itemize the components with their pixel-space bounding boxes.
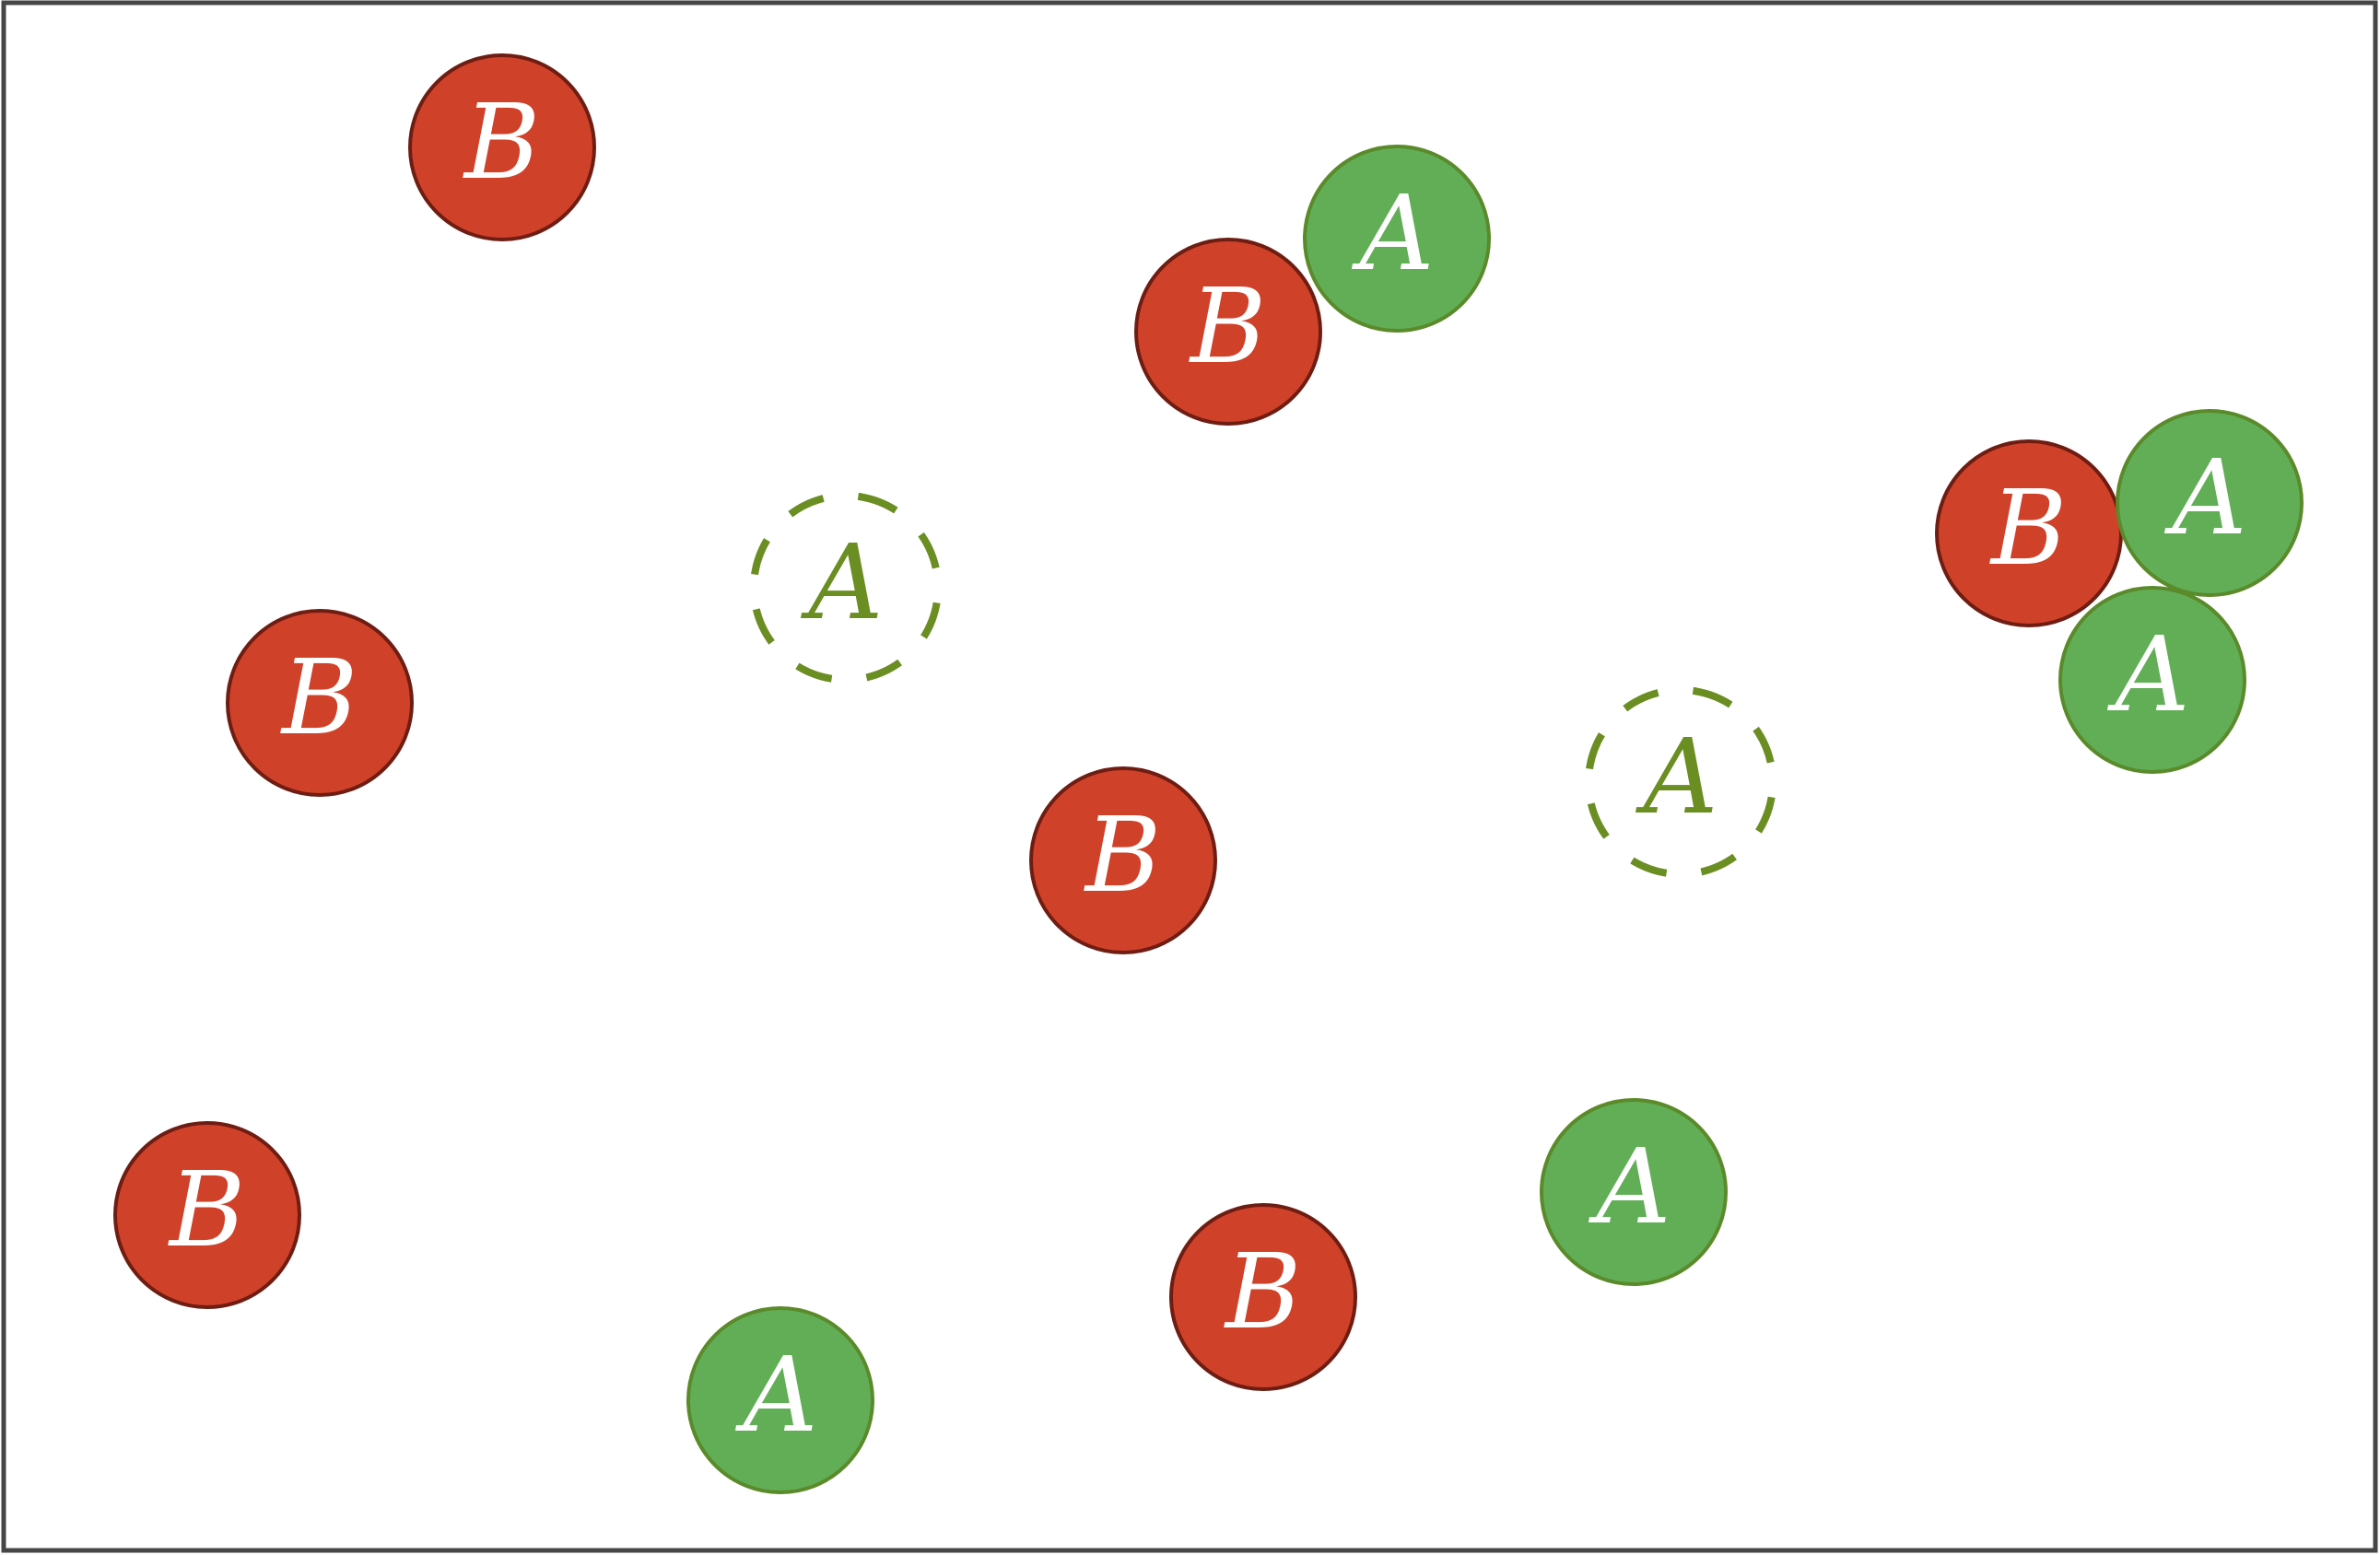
token-circle [408,53,596,241]
token-label: A [1589,1128,1671,1247]
token-circle [1169,1203,1357,1391]
token-label: B [280,638,358,758]
token-label: B [1989,469,2067,589]
token-circle [750,492,942,684]
token-circle [2116,409,2304,597]
token-a: A [1303,145,1491,333]
token-label: B [168,1151,245,1270]
token-a-dashed: A [1585,686,1776,879]
token-circle [1029,766,1217,954]
token-a: A [686,1306,874,1494]
token-a: A [1540,1098,1728,1286]
token-circle [1303,145,1491,333]
token-b: B [1134,238,1322,426]
token-b: B [408,53,596,241]
token-b: B [1029,766,1217,954]
token-a-dashed: A [750,492,942,684]
token-label: B [1084,796,1161,916]
token-label: A [801,523,884,643]
token-label: A [1352,174,1435,294]
token-label: B [1224,1233,1301,1352]
token-a: A [2058,586,2246,774]
token-label: A [735,1336,818,1456]
token-circle [2058,586,2246,774]
token-b: B [226,609,414,797]
token-a: A [2116,409,2304,597]
token-b: B [1169,1203,1357,1391]
token-circle [1585,686,1776,879]
token-circle [226,609,414,797]
token-circle [1540,1098,1728,1286]
token-circle [1134,238,1322,426]
token-label: B [1189,267,1266,387]
token-label: A [2107,615,2190,735]
token-label: A [2164,438,2247,558]
token-label: A [1636,718,1718,837]
token-label: B [463,83,540,203]
token-circle [686,1306,874,1494]
token-b: B [113,1121,301,1309]
token-b: B [1935,439,2123,627]
token-circle [113,1121,301,1309]
